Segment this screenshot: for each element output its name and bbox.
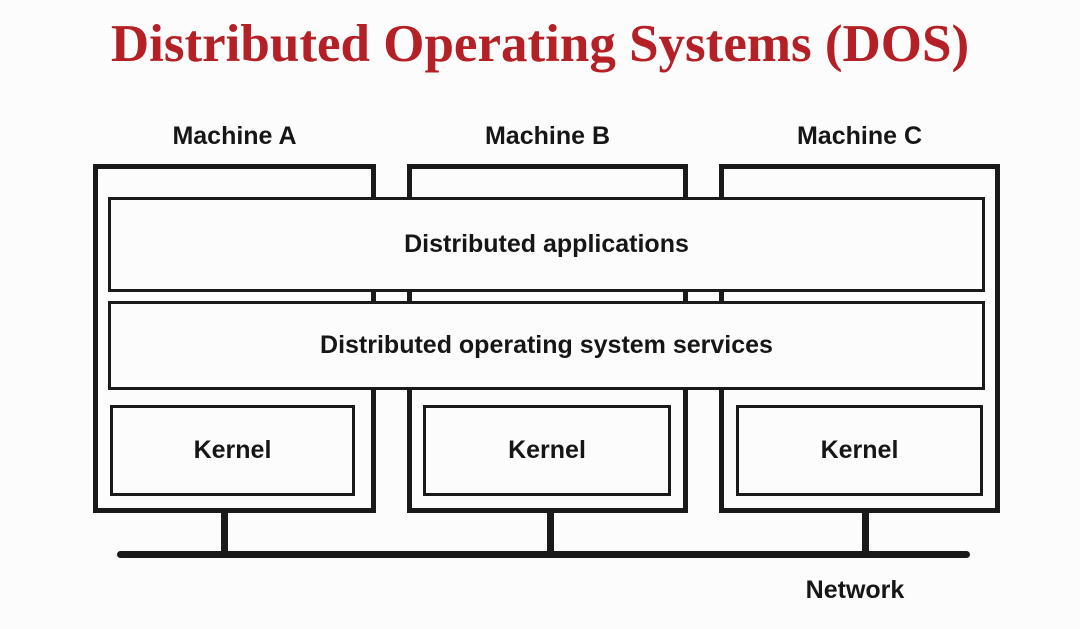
diagram-title: Distributed Operating Systems (DOS) xyxy=(110,15,970,73)
network-bus-line xyxy=(117,551,970,558)
machine-b-network-connector xyxy=(547,511,554,554)
machine-c-label: Machine C xyxy=(796,122,923,150)
machine-c-network-connector xyxy=(862,511,869,554)
distributed-applications-layer: Distributed applications xyxy=(108,197,985,292)
machine-a-network-connector xyxy=(221,511,228,554)
kernel-c-box: Kernel xyxy=(736,405,983,496)
kernel-b-label: Kernel xyxy=(508,436,586,464)
kernel-c-label: Kernel xyxy=(820,436,899,464)
machine-a-label: Machine A xyxy=(172,122,297,150)
network-label: Network xyxy=(805,576,905,604)
distributed-os-services-layer: Distributed operating system services xyxy=(108,301,985,390)
distributed-os-services-label: Distributed operating system services xyxy=(320,331,773,359)
kernel-a-box: Kernel xyxy=(110,405,355,496)
kernel-a-label: Kernel xyxy=(193,436,272,464)
kernel-b-box: Kernel xyxy=(423,405,671,496)
machine-b-label: Machine B xyxy=(484,122,611,150)
distributed-applications-label: Distributed applications xyxy=(404,230,689,258)
